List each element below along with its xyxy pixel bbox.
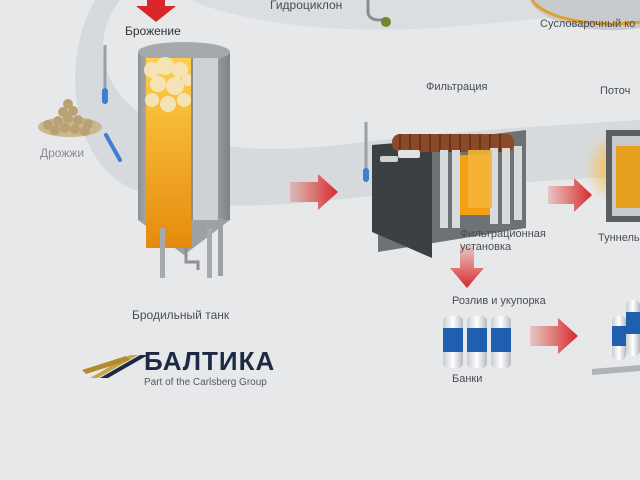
filter-unit <box>372 130 526 258</box>
dropper-icon <box>104 133 122 162</box>
tunnel-pasteurizer <box>584 130 640 222</box>
label-fermentation: Брожение <box>125 24 181 38</box>
arrow-right-tank-filter <box>290 174 338 210</box>
thermometer-icon <box>363 122 369 182</box>
label-bottling: Розлив и укупорка <box>452 295 546 307</box>
packaging-icon <box>591 300 640 375</box>
process-pipe-top <box>190 0 640 30</box>
yeast-icon <box>38 99 102 137</box>
brand-tagline: Part of the Carlsberg Group <box>144 377 267 388</box>
label-filtration: Фильтрация <box>426 81 488 93</box>
thermometer-icon <box>102 45 108 104</box>
arrow-down-top <box>136 0 176 22</box>
label-yeast: Дрожжи <box>40 146 85 160</box>
arrow-down-bottling <box>450 246 484 288</box>
label-wort-kettle: Сусловарочный ко <box>540 18 636 30</box>
baltika-logo-icon <box>82 355 148 378</box>
label-tunnel: Туннель <box>598 232 640 244</box>
label-filter-unit: Фильтрационная установка <box>460 228 546 253</box>
label-cans: Банки <box>452 373 483 385</box>
label-hydrocyclone: Гидроциклон <box>270 0 343 12</box>
label-flow: Поточ <box>600 85 631 97</box>
arrow-right-filter-tunnel <box>548 178 592 212</box>
cans-icon <box>443 316 511 368</box>
brand-name: БАЛТИКА <box>144 346 276 376</box>
fermentation-tank <box>138 42 230 278</box>
arrow-right-cans <box>530 318 578 354</box>
label-fermentation-tank: Бродильный танк <box>132 308 230 322</box>
